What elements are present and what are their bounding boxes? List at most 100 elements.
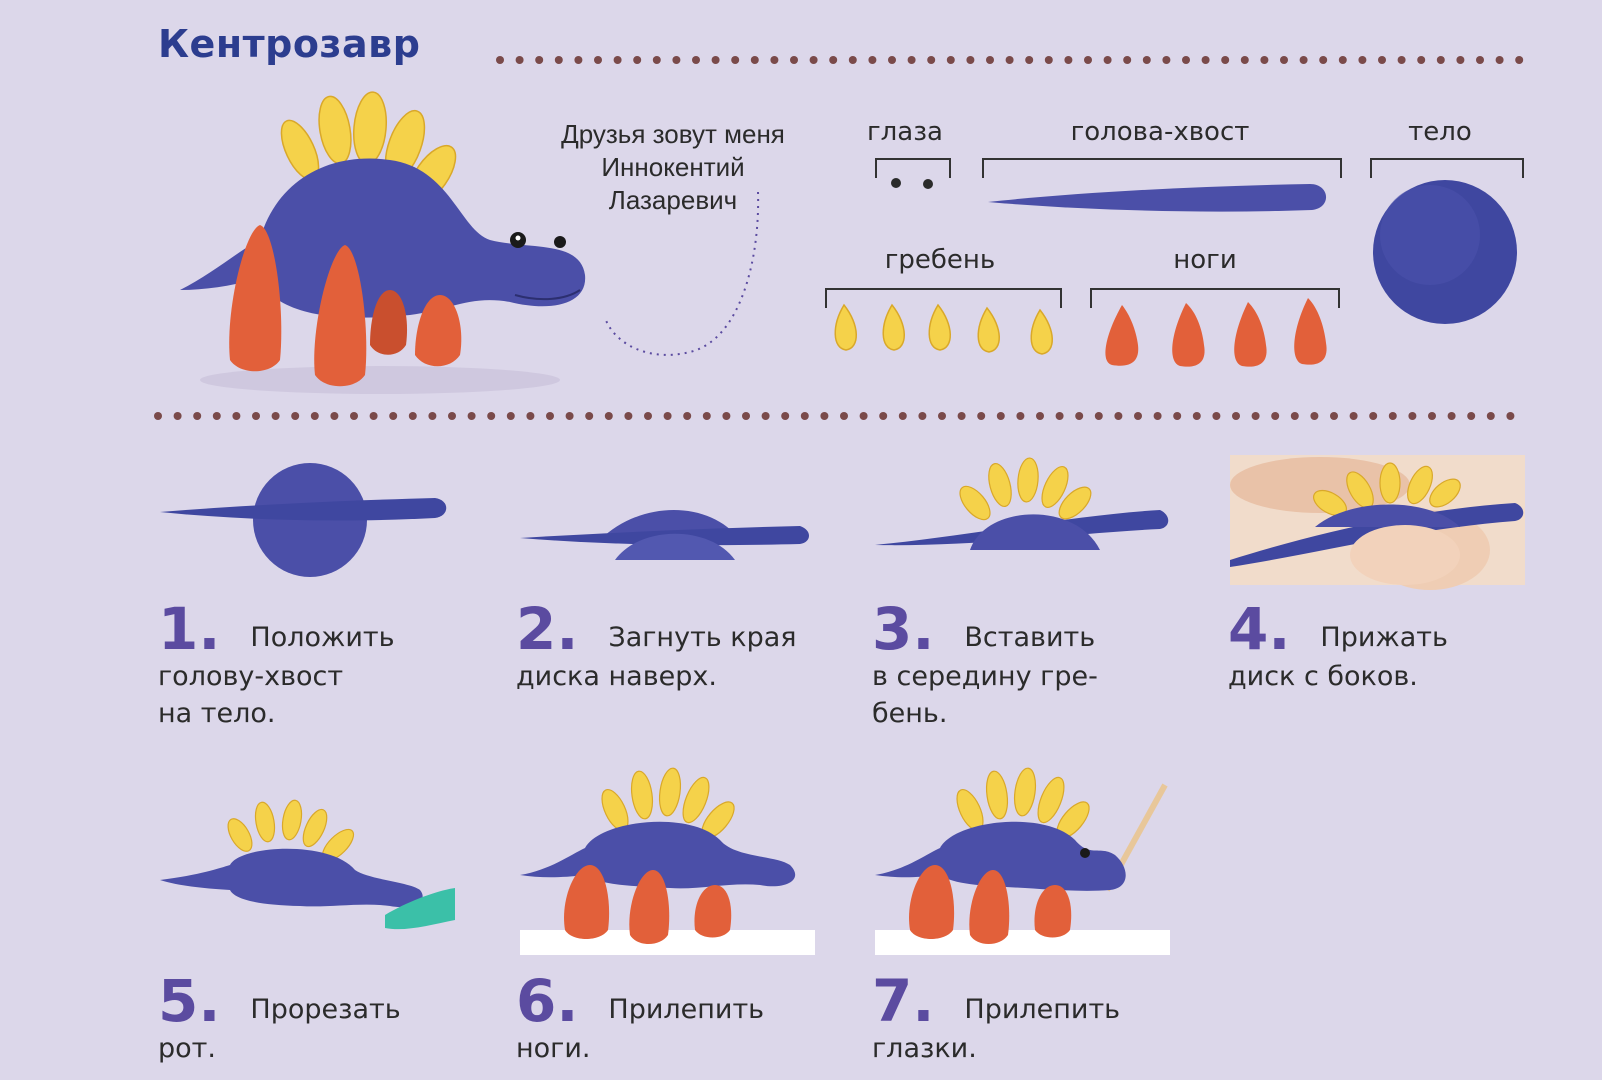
- step6-illustration: [520, 767, 815, 955]
- divider-dot: [840, 412, 848, 420]
- step-6-number: 6.: [516, 967, 579, 1035]
- divider-dot: [742, 412, 750, 420]
- step-5-text: 5.Прорезать рот.: [158, 972, 478, 1067]
- divider-dot: [1349, 412, 1358, 420]
- step1-illustration: [160, 463, 447, 577]
- divider-dot: [1290, 412, 1299, 420]
- divider-dot: [1182, 56, 1190, 64]
- divider-dot: [829, 56, 838, 64]
- divider-dot: [369, 412, 378, 420]
- divider-dot: [496, 56, 504, 64]
- divider-dot: [898, 412, 907, 420]
- step-4-first-line: Прижать: [1320, 622, 1448, 653]
- step2-illustration: [520, 510, 809, 560]
- step-5-number: 5.: [158, 967, 221, 1035]
- divider-dot: [1212, 412, 1221, 420]
- divider-dot: [173, 412, 182, 420]
- step-2-first-line: Загнуть края: [608, 622, 797, 653]
- divider-dot: [644, 412, 652, 420]
- step-7-first-line: Прилепить: [964, 994, 1121, 1025]
- step-2-text: 2.Загнуть края диска наверх.: [516, 600, 836, 695]
- divider-dot: [624, 412, 633, 420]
- divider-dot: [770, 56, 779, 64]
- divider-dot: [918, 412, 927, 420]
- divider-dot: [702, 412, 711, 420]
- divider-dot: [154, 412, 162, 420]
- divider-dot: [389, 412, 398, 420]
- divider-dot: [820, 412, 829, 420]
- divider-dot: [506, 412, 515, 420]
- divider-dot: [193, 412, 202, 420]
- page-title: Кентрозавр: [158, 22, 421, 66]
- divider-dot: [663, 412, 672, 420]
- divider-dot: [554, 56, 563, 64]
- divider-dot: [1240, 56, 1249, 64]
- divider-dot: [1378, 56, 1386, 64]
- divider-dot: [1005, 56, 1014, 64]
- divider-dot: [585, 412, 594, 420]
- step-3-rest: в середину гре- бень.: [872, 661, 1098, 729]
- divider-dot: [938, 412, 946, 420]
- divider-dot: [1055, 412, 1064, 420]
- divider-dot: [1016, 412, 1025, 420]
- step-1-number: 1.: [158, 595, 221, 663]
- divider-dot: [1153, 412, 1162, 420]
- divider-dot: [1388, 412, 1397, 420]
- divider-dot: [1417, 56, 1426, 64]
- divider-dot: [565, 412, 574, 420]
- step-4-text: 4.Прижать диск с боков.: [1228, 600, 1548, 695]
- divider-dot: [487, 412, 496, 420]
- divider-dot: [1103, 56, 1112, 64]
- step-2-rest: диска наверх.: [516, 661, 717, 692]
- divider-dot: [711, 56, 720, 64]
- step-3-number: 3.: [872, 595, 935, 663]
- divider-dot: [1084, 56, 1092, 64]
- bracket-body: [1370, 158, 1524, 178]
- divider-dot: [428, 412, 437, 420]
- divider-dot: [1232, 412, 1240, 420]
- bracket-crest: [825, 288, 1062, 308]
- divider-dot: [1123, 56, 1132, 64]
- step-6-rest: ноги.: [516, 1033, 591, 1064]
- divider-dot: [888, 56, 896, 64]
- divider-dot: [1173, 412, 1182, 420]
- bracket-legs: [1090, 288, 1340, 308]
- divider-dot: [271, 412, 280, 420]
- divider-dot: [1064, 56, 1073, 64]
- step-3-first-line: Вставить: [964, 622, 1096, 653]
- divider-dot: [692, 56, 700, 64]
- divider-dot: [310, 412, 319, 420]
- divider-dot: [1044, 56, 1053, 64]
- step-4-number: 4.: [1228, 595, 1291, 663]
- step4-illustration: [1230, 455, 1525, 590]
- divider-dot: [966, 56, 975, 64]
- divider-dot: [848, 56, 857, 64]
- divider-dot: [672, 56, 681, 64]
- divider-dot: [907, 56, 916, 64]
- divider-dot: [790, 56, 798, 64]
- step-7-text: 7.Прилепить глазки.: [872, 972, 1192, 1067]
- divider-dot: [809, 56, 818, 64]
- dinosaur-illustration: [180, 91, 586, 394]
- divider-dot: [1134, 412, 1142, 420]
- divider-dot: [1319, 56, 1328, 64]
- divider-dot: [1330, 412, 1338, 420]
- divider-dot: [350, 412, 358, 420]
- divider-dot: [212, 412, 221, 420]
- divider-dot: [1506, 412, 1515, 420]
- divider-dot: [633, 56, 642, 64]
- divider-dot: [1397, 56, 1406, 64]
- divider-dot: [859, 412, 868, 420]
- bracket-head-tail: [982, 158, 1342, 178]
- divider-dot: [927, 56, 936, 64]
- divider-dot: [1436, 56, 1445, 64]
- divider-dot: [535, 56, 544, 64]
- divider-dot: [1201, 56, 1210, 64]
- divider-dot: [1142, 56, 1151, 64]
- part-label-legs: ноги: [1173, 245, 1237, 275]
- divider-dot: [1495, 56, 1504, 64]
- divider-dot: [652, 56, 661, 64]
